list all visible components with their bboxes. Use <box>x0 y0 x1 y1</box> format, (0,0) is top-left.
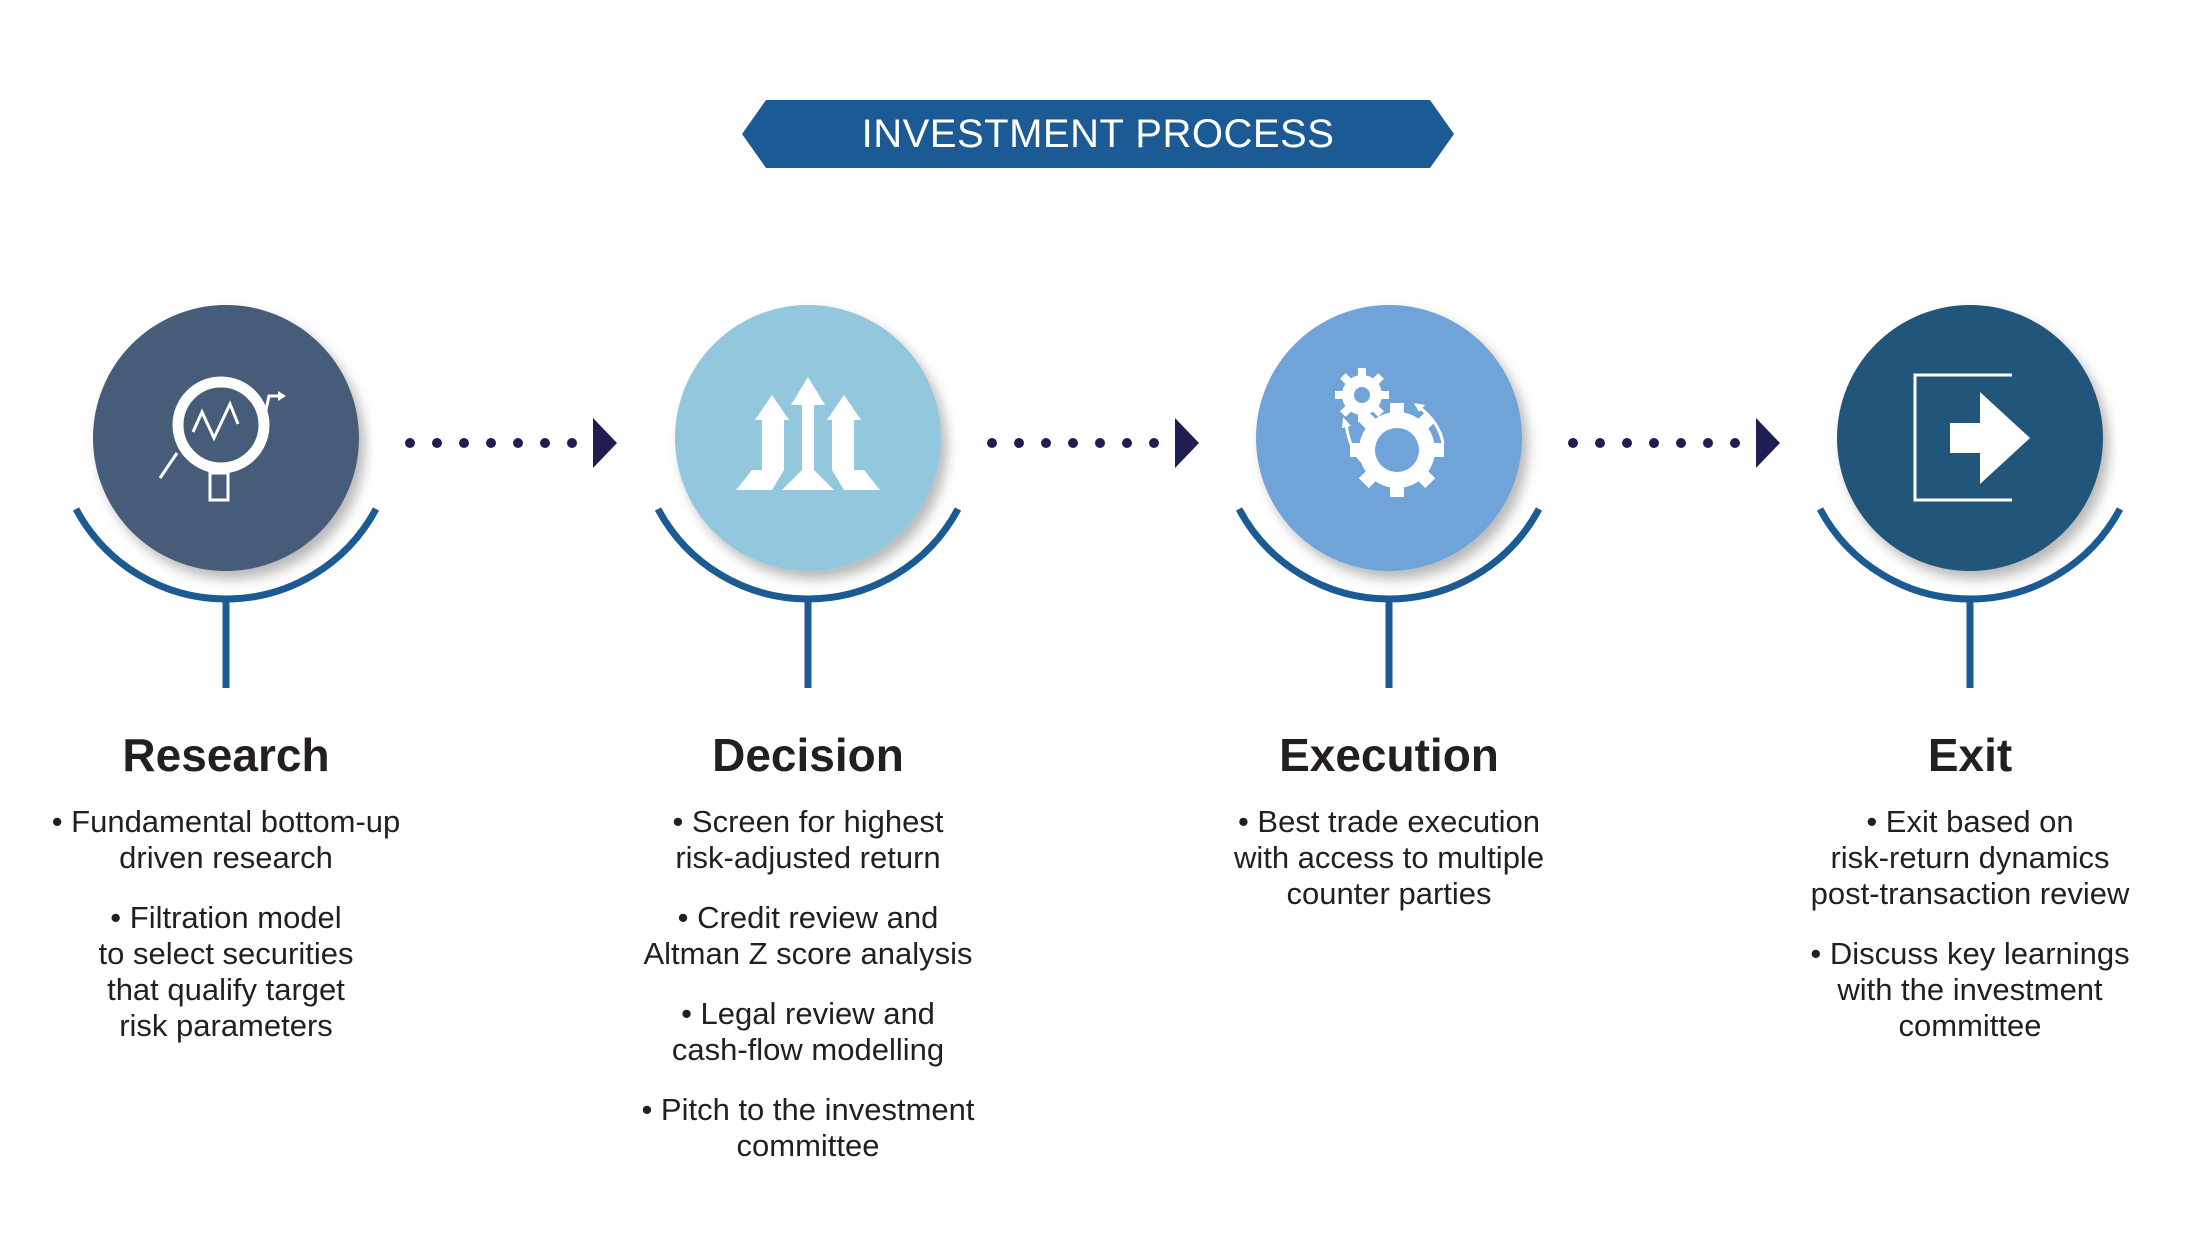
step-heading: Research <box>122 729 330 781</box>
arrow-left <box>736 395 789 490</box>
rotate-arrow-left <box>1344 422 1368 468</box>
rotate-arrowhead <box>1414 403 1425 412</box>
gears-icon <box>1335 368 1445 497</box>
converging-arrows-icon <box>736 377 880 490</box>
large-gear <box>1350 403 1444 497</box>
step-execution: Execution • Best trade execution with ac… <box>1099 725 1679 936</box>
connector-arrowhead-icon <box>593 418 617 468</box>
exit-arrow <box>1950 392 2030 484</box>
bullet-item: • Filtration model to select securities … <box>98 900 354 1043</box>
connector-dot <box>987 438 997 448</box>
connector-dot <box>1676 438 1686 448</box>
magnifier-ring <box>172 376 270 474</box>
trend-arrowhead <box>278 391 286 401</box>
gear-hole <box>1375 428 1419 472</box>
door-bracket <box>1913 373 2012 502</box>
arrow-right <box>827 395 880 490</box>
step-heading: Decision <box>712 729 904 781</box>
connector-dot <box>459 438 469 448</box>
bullet-item: • Legal review and cash-flow modelling <box>671 996 945 1067</box>
connector-dot <box>1122 438 1132 448</box>
connector-arrowhead-icon <box>1756 418 1780 468</box>
title-banner <box>742 100 1454 168</box>
connector-dot <box>1568 438 1578 448</box>
small-gear <box>1335 368 1389 422</box>
connector-dot <box>1649 438 1659 448</box>
accent-line <box>158 452 179 479</box>
rotate-arrowhead <box>1342 417 1351 428</box>
trend-arrow <box>263 394 280 415</box>
connector-dot <box>486 438 496 448</box>
bullet-item: • Fundamental bottom-up driven research <box>51 804 401 875</box>
exit-arrow-icon <box>1913 373 2030 502</box>
connector-dot <box>513 438 523 448</box>
bullet-item: • Best trade execution with access to mu… <box>1233 804 1545 911</box>
connector-dot <box>1014 438 1024 448</box>
bullet-item: • Screen for highest risk-adjusted retur… <box>672 804 944 875</box>
step-circle <box>93 305 359 571</box>
connector-dot <box>1703 438 1713 448</box>
bullet-item: • Discuss key learnings with the investm… <box>1810 936 2130 1043</box>
page-title: INVESTMENT PROCESS <box>861 112 1335 156</box>
connector-dot <box>540 438 550 448</box>
bullet-item: • Credit review and Altman Z score analy… <box>643 900 973 971</box>
bullet-item: • Exit based on risk-return dynamics pos… <box>1810 804 2130 911</box>
arrow-center <box>782 377 834 490</box>
magnifier-chart-icon <box>158 376 286 502</box>
step-heading: Exit <box>1927 729 2013 781</box>
chart-line <box>191 400 240 442</box>
gear-hole <box>1354 387 1370 403</box>
rotate-arrow-right <box>1418 405 1445 444</box>
connector-dot <box>1622 438 1632 448</box>
connector-dot <box>567 438 577 448</box>
step-research: Research • Fundamental bottom-up driven … <box>0 725 516 1068</box>
step-heading: Execution <box>1279 729 1499 781</box>
connector-dot <box>432 438 442 448</box>
bullet-item: • Pitch to the investment committee <box>641 1092 975 1163</box>
magnifier-handle <box>208 471 230 502</box>
connector-dot <box>1730 438 1740 448</box>
connector-arrowhead-icon <box>1175 418 1199 468</box>
connector-dot <box>1068 438 1078 448</box>
connector-dot <box>1041 438 1051 448</box>
connector-dot <box>1595 438 1605 448</box>
step-exit: Exit • Exit based on risk-return dynamic… <box>1680 725 2185 1068</box>
connector-dot <box>405 438 415 448</box>
connector-dot <box>1149 438 1159 448</box>
step-decision: Decision • Screen for highest risk-adjus… <box>518 725 1098 1188</box>
connector-dot <box>1095 438 1105 448</box>
